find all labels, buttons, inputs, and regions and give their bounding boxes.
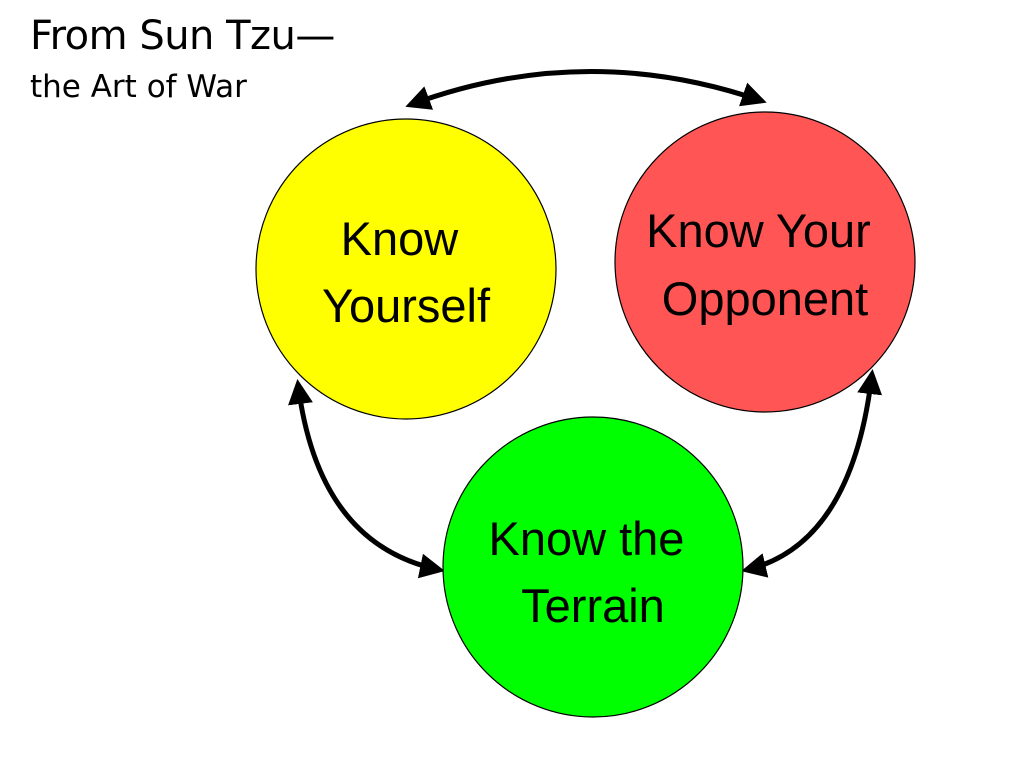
node-know-the-terrain-line-1: Know the xyxy=(488,512,684,565)
node-know-yourself-line-2: Yourself xyxy=(322,279,491,332)
node-know-your-opponent: Know Your Opponent xyxy=(614,111,916,413)
arrow-yourself-opponent xyxy=(405,69,767,110)
node-know-your-opponent-circle xyxy=(614,111,916,413)
node-know-the-terrain: Know the Terrain xyxy=(442,416,744,718)
title-line-2: the Art of War xyxy=(30,69,247,105)
node-know-the-terrain-circle xyxy=(442,416,744,718)
node-know-your-opponent-line-1: Know Your xyxy=(646,204,871,257)
node-know-yourself-line-1: Know xyxy=(341,212,460,265)
node-know-yourself-circle xyxy=(255,118,557,420)
title-line-1: From Sun Tzu— xyxy=(30,13,335,59)
slide-title: From Sun Tzu— the Art of War xyxy=(30,16,335,103)
node-know-your-opponent-line-2: Opponent xyxy=(662,272,868,325)
node-know-your-opponent-label: Know Your Opponent xyxy=(646,204,884,325)
arrow-opponent-terrain xyxy=(741,369,883,578)
node-know-the-terrain-label: Know the Terrain xyxy=(488,512,697,632)
node-know-the-terrain-line-2: Terrain xyxy=(521,579,665,632)
arrow-yourself-terrain xyxy=(288,379,445,579)
node-know-yourself-label: Know Yourself xyxy=(322,212,491,332)
node-know-yourself: Know Yourself xyxy=(255,118,557,420)
